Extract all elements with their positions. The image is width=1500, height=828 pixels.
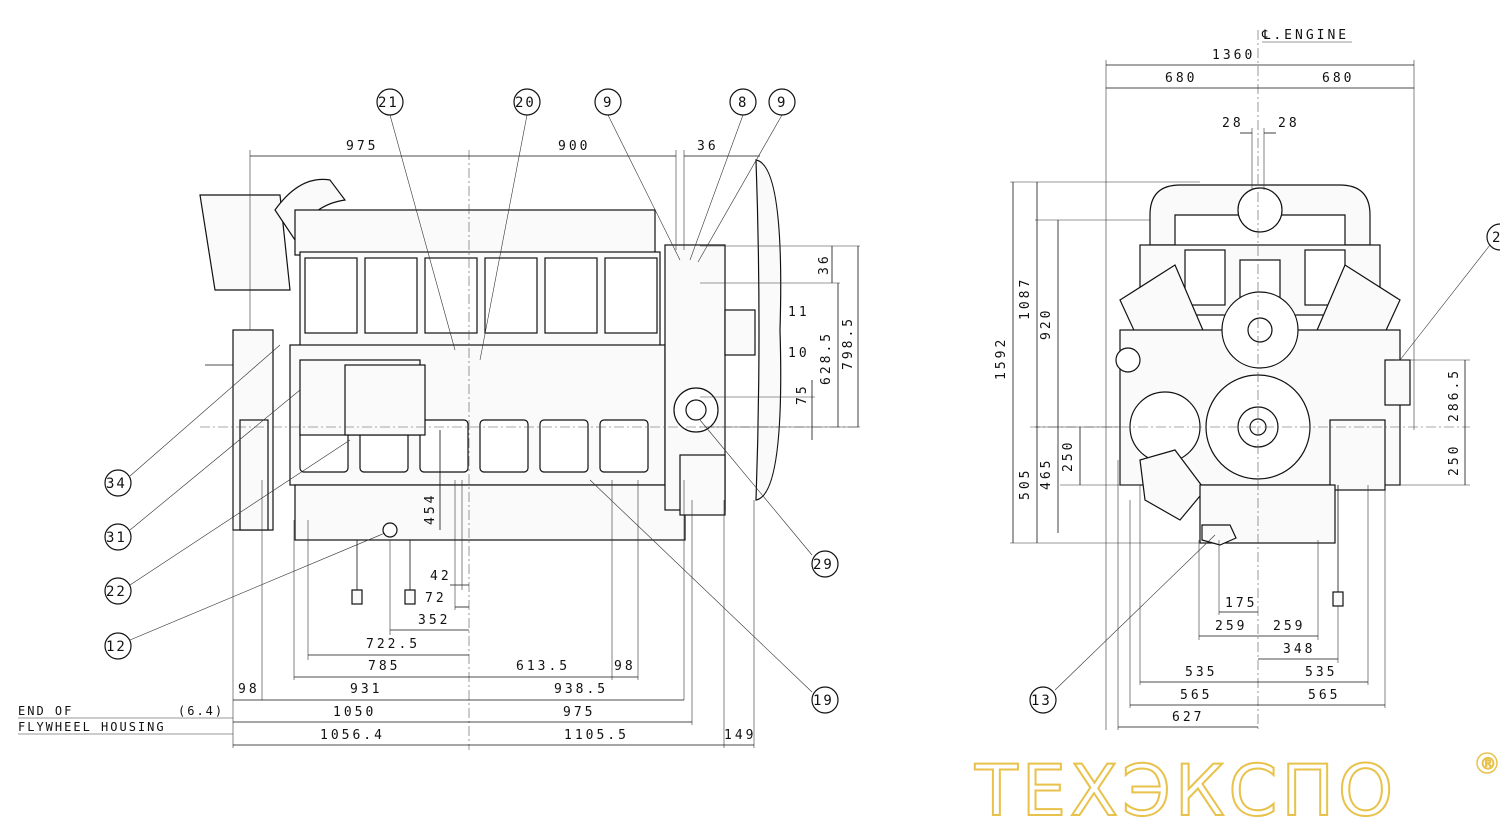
svg-text:20: 20 xyxy=(515,95,536,111)
registered-mark: ® xyxy=(1480,754,1496,773)
dim-side-900-top: 900 xyxy=(558,139,590,154)
balloon-9-a: 9 xyxy=(594,88,622,116)
dim-side-931: 931 xyxy=(350,682,382,697)
dim-front-680-left: 680 xyxy=(1165,71,1197,86)
svg-text:21: 21 xyxy=(378,95,399,111)
dim-side-975-bottom: 975 xyxy=(563,705,595,720)
dim-front-259-right: 259 xyxy=(1273,619,1305,634)
centerline-label: ℄.ENGINE xyxy=(1261,28,1349,43)
side-view-dimensions: 975 900 36 36 628.5 798.5 75 11 10 454 4… xyxy=(18,139,860,748)
svg-text:29: 29 xyxy=(813,557,834,573)
dim-side-628-5: 628.5 xyxy=(819,331,834,385)
dim-front-250-left: 250 xyxy=(1061,440,1076,472)
svg-text:13: 13 xyxy=(1031,693,1052,709)
dim-front-1360: 1360 xyxy=(1212,48,1255,63)
watermark-text: ТЕХЭКСПО xyxy=(974,750,1397,828)
dim-front-535-right: 535 xyxy=(1305,665,1337,680)
dim-front-175: 175 xyxy=(1225,596,1257,611)
svg-text:19: 19 xyxy=(813,693,834,709)
dim-front-920: 920 xyxy=(1039,308,1054,340)
balloon-19: 19 xyxy=(811,686,839,714)
balloon-9-b: 9 xyxy=(768,88,796,116)
balloon-22: 22 xyxy=(104,577,132,605)
balloon-12: 12 xyxy=(104,632,132,660)
svg-text:31: 31 xyxy=(106,530,127,546)
dim-front-1087: 1087 xyxy=(1018,277,1033,320)
label-side-11: 11 xyxy=(788,305,810,320)
svg-text:12: 12 xyxy=(106,639,127,655)
front-view-dimensions: ℄.ENGINE 1360 680 680 28 28 1592 1087 92… xyxy=(994,28,1470,730)
balloon-20: 20 xyxy=(513,88,541,116)
dim-front-28-right: 28 xyxy=(1278,116,1300,131)
dim-side-75: 75 xyxy=(795,383,810,405)
balloon-31: 31 xyxy=(104,523,132,551)
dim-front-565-left: 565 xyxy=(1180,688,1212,703)
dim-side-98-left: 98 xyxy=(238,682,260,697)
balloon-34: 34 xyxy=(104,469,132,497)
dim-side-454: 454 xyxy=(423,493,438,525)
dim-front-465: 465 xyxy=(1039,458,1054,490)
dim-side-1105-5: 1105.5 xyxy=(564,728,629,743)
svg-text:9: 9 xyxy=(777,95,787,111)
dim-front-1592: 1592 xyxy=(994,337,1009,380)
side-view-balloons: 21 20 9 8 9 34 31 22 12 29 19 xyxy=(104,88,839,714)
svg-text:8: 8 xyxy=(738,95,748,111)
dim-front-286-5: 286.5 xyxy=(1447,368,1462,422)
svg-text:9: 9 xyxy=(603,95,613,111)
dim-front-250-right: 250 xyxy=(1447,444,1462,476)
side-view-engine xyxy=(199,159,782,605)
svg-text:34: 34 xyxy=(106,476,127,492)
dim-side-613-5: 613.5 xyxy=(516,659,570,674)
flywheel-offset: (6.4) xyxy=(178,704,224,718)
label-side-10: 10 xyxy=(788,346,810,361)
front-view-balloons: 13 2 xyxy=(1029,223,1500,714)
cylinder-heads xyxy=(304,257,658,334)
dim-side-98-right: 98 xyxy=(614,659,636,674)
svg-text:22: 22 xyxy=(106,584,127,600)
dim-front-505: 505 xyxy=(1018,468,1033,500)
dim-front-28-left: 28 xyxy=(1222,116,1244,131)
dim-side-149: 149 xyxy=(724,728,756,743)
dim-side-1050: 1050 xyxy=(333,705,376,720)
dim-side-352: 352 xyxy=(418,613,450,628)
dim-side-798-5: 798.5 xyxy=(841,316,856,370)
dim-front-627: 627 xyxy=(1172,710,1204,725)
dim-side-72: 72 xyxy=(425,591,447,606)
balloon-8: 8 xyxy=(729,88,757,116)
flywheel-note-line2: FLYWHEEL HOUSING xyxy=(18,720,166,734)
balloon-29: 29 xyxy=(811,550,839,578)
dim-front-535-left: 535 xyxy=(1185,665,1217,680)
balloon-13: 13 xyxy=(1029,686,1057,714)
dim-side-722-5: 722.5 xyxy=(366,637,420,652)
balloon-21: 21 xyxy=(376,88,404,116)
dim-side-36-right: 36 xyxy=(817,253,832,275)
dim-front-680-right: 680 xyxy=(1322,71,1354,86)
svg-text:2: 2 xyxy=(1492,230,1500,246)
dim-side-785: 785 xyxy=(368,659,400,674)
flywheel-note-line1: END OF xyxy=(18,704,73,718)
dim-front-259-left: 259 xyxy=(1215,619,1247,634)
dim-side-1056-4: 1056.4 xyxy=(320,728,385,743)
dim-front-565-right: 565 xyxy=(1308,688,1340,703)
dim-side-975-top: 975 xyxy=(346,139,378,154)
dim-side-938-5: 938.5 xyxy=(554,682,608,697)
dim-side-36-top: 36 xyxy=(697,139,719,154)
balloon-2: 2 xyxy=(1486,223,1500,251)
watermark-logo: ТЕХЭКСПО ® xyxy=(973,749,1498,828)
dim-side-42: 42 xyxy=(430,569,452,584)
dim-front-348: 348 xyxy=(1283,642,1315,657)
